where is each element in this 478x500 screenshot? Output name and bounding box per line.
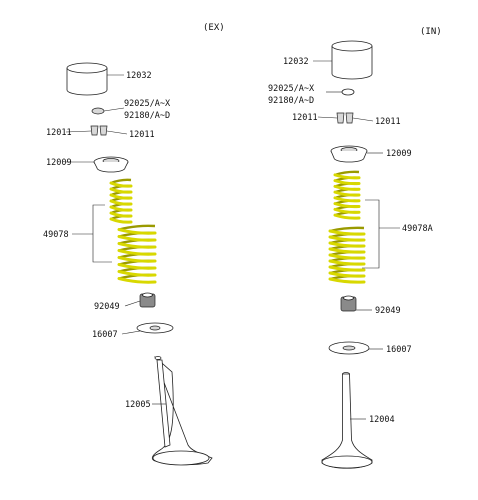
ex-keeper-right-label: 12011 xyxy=(129,130,155,140)
in-shim-label-b: 92180/A~D xyxy=(268,96,314,106)
in-tappet-label: 12032 xyxy=(283,57,309,67)
in-keeper-left-label: 12011 xyxy=(292,113,318,123)
in-spring-inner-coil xyxy=(333,173,361,180)
ex-retainer xyxy=(93,156,129,173)
ex-tappet-label: 12032 xyxy=(126,71,152,81)
in-spring-outer-coil xyxy=(328,277,366,284)
in-retainer xyxy=(330,145,368,163)
in-spring-inner-coil xyxy=(333,207,361,214)
in-spring-outer-coil xyxy=(328,265,366,272)
in-spring-outer-coil xyxy=(328,271,366,278)
ex-valve-label: 12005 xyxy=(125,400,151,410)
ex-spring-inner-coil xyxy=(109,193,133,200)
in-spring-inner-coil xyxy=(333,202,361,209)
ex-seat-label: 16007 xyxy=(92,330,118,340)
ex-spring-inner-coil xyxy=(109,187,133,194)
in-seat-label: 16007 xyxy=(386,345,412,355)
in-spring-inner xyxy=(333,170,361,220)
in-retainer-label: 12009 xyxy=(386,149,412,159)
ex-keeper-left-label: 12011 xyxy=(46,128,72,138)
in-spring-inner-coil xyxy=(333,190,361,197)
ex-shim-label-b: 92180/A~D xyxy=(124,111,170,121)
ex-spring-outer-coil xyxy=(117,270,157,277)
in-shim-label-a: 92025/A~X xyxy=(268,84,315,94)
in-spring-outer-coil xyxy=(328,235,366,242)
ex-seal-label: 92049 xyxy=(94,302,120,312)
ex-spring-outer-coil xyxy=(117,228,157,235)
ex-spring-outer xyxy=(117,224,157,284)
ex-retainer-label: 12009 xyxy=(46,158,72,168)
ex-keepers xyxy=(90,125,108,136)
ex-spring-outer-coil xyxy=(117,249,157,256)
in-seal-label: 92049 xyxy=(375,306,401,316)
ex-spring-outer-coil xyxy=(117,277,157,284)
in-spring-inner-coil xyxy=(333,213,361,220)
header-in: (IN) xyxy=(420,27,442,37)
in-spring-inner-coil xyxy=(333,179,361,186)
ex-spring-inner xyxy=(109,178,133,224)
in-spring-outer-coil xyxy=(328,259,366,266)
ex-shim xyxy=(91,107,105,115)
in-spring-seat xyxy=(328,341,370,355)
ex-tappet xyxy=(66,62,108,96)
ex-shim-label-a: 92025/A~X xyxy=(124,99,171,109)
ex-valve xyxy=(151,356,213,466)
in-spring-outer-coil xyxy=(328,247,366,254)
in-springs-label: 49078A xyxy=(402,224,433,234)
in-spring-outer-coil xyxy=(328,253,366,260)
ex-spring-outer-coil-back xyxy=(118,224,156,231)
header-ex: (EX) xyxy=(203,23,225,33)
in-valve-seal xyxy=(340,295,357,312)
ex-spring-outer-coil xyxy=(117,242,157,249)
ex-spring-outer-coil xyxy=(117,263,157,270)
ex-spring-inner-coil xyxy=(109,199,133,206)
in-keepers xyxy=(336,112,354,124)
ex-valve-seal xyxy=(139,292,156,308)
ex-spring-outer-coil xyxy=(117,256,157,263)
ex-spring-outer-coil xyxy=(117,235,157,242)
ex-spring-inner-coil xyxy=(109,181,133,188)
in-valve xyxy=(321,372,373,469)
in-keeper-right-label: 12011 xyxy=(375,117,401,127)
in-spring-outer xyxy=(328,226,366,284)
in-shim xyxy=(341,88,355,96)
in-valve-label: 12004 xyxy=(369,415,395,425)
ex-spring-inner-coil xyxy=(109,217,133,224)
ex-spring-inner-coil xyxy=(109,205,133,212)
ex-spring-seat xyxy=(136,322,174,334)
in-tappet xyxy=(331,40,373,80)
in-spring-outer-coil xyxy=(328,241,366,248)
in-spring-inner-coil xyxy=(333,196,361,203)
in-spring-inner-coil xyxy=(333,184,361,191)
in-spring-outer-coil xyxy=(328,229,366,236)
ex-springs-label: 49078 xyxy=(43,230,69,240)
ex-spring-inner-coil xyxy=(109,211,133,218)
in-spring-outer-coil-back xyxy=(329,226,365,233)
